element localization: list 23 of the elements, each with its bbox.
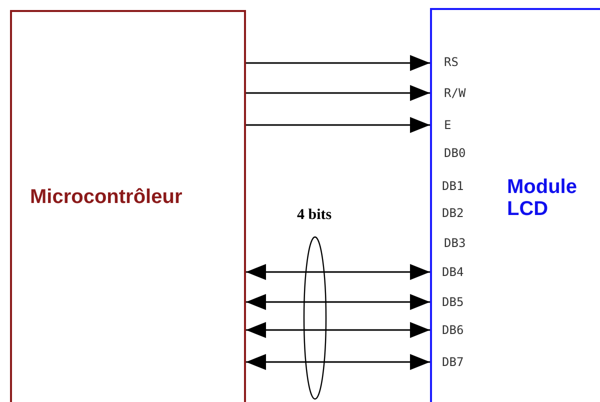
arrow xyxy=(246,354,430,370)
pin-label: DB7 xyxy=(442,355,464,369)
block-title: Module LCD xyxy=(507,176,578,220)
block-box xyxy=(10,10,246,402)
arrow xyxy=(246,294,430,310)
pin-label: DB0 xyxy=(444,146,466,160)
pin-label: DB3 xyxy=(444,236,466,250)
pin-label: DB2 xyxy=(442,206,464,220)
pin-label: DB4 xyxy=(442,265,464,279)
arrow xyxy=(246,55,430,71)
pin-label: DB1 xyxy=(442,179,464,193)
block-box xyxy=(430,8,600,402)
pin-label: E xyxy=(444,118,452,132)
pin-label: DB6 xyxy=(442,323,464,337)
pin-label: RS xyxy=(444,55,458,69)
block-title: Microcontrôleur xyxy=(30,186,184,208)
pin-label: DB5 xyxy=(442,295,464,309)
pin-label: R/W xyxy=(444,86,466,100)
arrow xyxy=(246,322,430,338)
arrow xyxy=(246,85,430,101)
arrow xyxy=(246,264,430,280)
bus-width-label: 4 bits xyxy=(297,207,332,224)
arrow xyxy=(246,117,430,133)
